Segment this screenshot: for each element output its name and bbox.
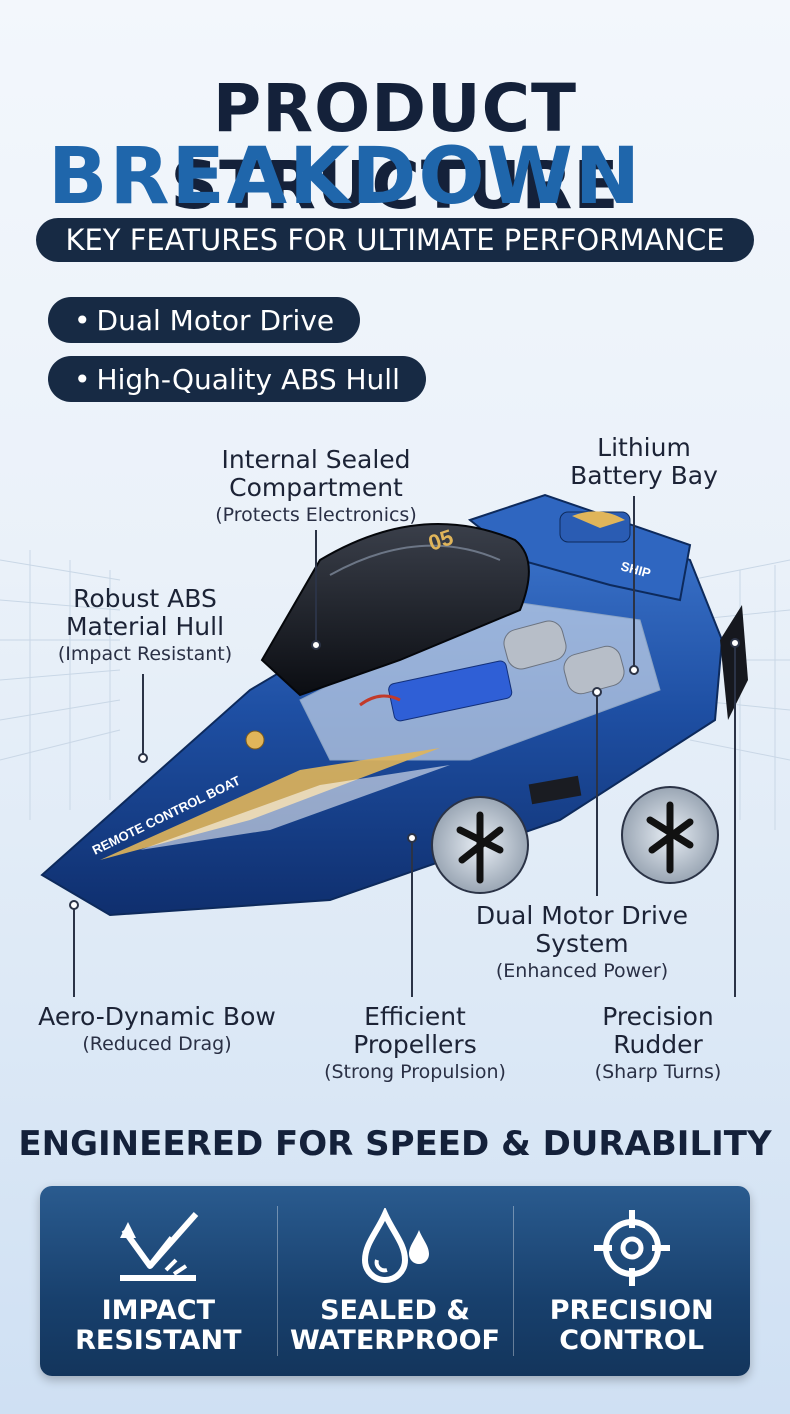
highlight-text: High-Quality ABS Hull <box>96 362 400 396</box>
callout-compartment: Internal Sealed Compartment (Protects El… <box>196 446 436 528</box>
crosshair-icon <box>593 1210 670 1286</box>
water-drop-icon <box>361 1208 429 1283</box>
highlight-pill-abs-hull: • High-Quality ABS Hull <box>48 356 426 402</box>
propeller-shaft <box>528 775 582 805</box>
callout-title: Aero-Dynamic Bow <box>38 1002 276 1031</box>
callout-propellers: Efficient Propellers (Strong Propulsion) <box>300 1003 530 1085</box>
hull-knob <box>245 730 265 750</box>
feature-label: RESISTANT <box>75 1325 242 1356</box>
callout-note: (Protects Electronics) <box>215 504 417 526</box>
motor-1 <box>503 620 567 670</box>
feature-label: IMPACT <box>101 1295 215 1326</box>
features-panel: IMPACT RESISTANT SEALED & WATERPROOF PRE… <box>40 1186 750 1376</box>
feature-label: WATERPROOF <box>290 1325 500 1356</box>
callout-title: Internal Sealed <box>221 445 411 474</box>
feature-impact-resistant: IMPACT RESISTANT <box>40 1186 277 1376</box>
callout-hull: Robust ABS Material Hull (Impact Resista… <box>40 585 250 667</box>
bullet: • <box>74 303 91 337</box>
callout-title: Efficient Propellers <box>353 1002 477 1059</box>
battery <box>388 660 513 722</box>
feature-label: PRECISION <box>549 1295 714 1326</box>
callout-note: (Impact Resistant) <box>57 643 233 665</box>
cabin-canopy <box>260 523 530 697</box>
highlight-text: Dual Motor Drive <box>96 303 335 337</box>
callout-title: Precision Rudder <box>602 1002 714 1059</box>
callout-battery: Lithium Battery Bay <box>564 434 724 490</box>
callout-title: Dual Motor Drive System <box>475 901 689 958</box>
impact-icon <box>120 1212 199 1281</box>
callout-note: (Sharp Turns) <box>594 1061 722 1083</box>
subtitle-banner: KEY FEATURES FOR ULTIMATE PERFORMANCE <box>36 218 754 262</box>
callout-motor: Dual Motor Drive System (Enhanced Power) <box>432 902 732 984</box>
highlight-pill-dual-motor: • Dual Motor Drive <box>48 297 361 343</box>
feature-label: CONTROL <box>559 1325 705 1356</box>
callout-title: Battery Bay <box>570 461 718 490</box>
feature-sealed-waterproof: SEALED & WATERPROOF <box>276 1186 514 1376</box>
callout-title: Robust ABS <box>73 584 217 613</box>
feature-label: SEALED & <box>320 1295 470 1326</box>
callout-bow: Aero-Dynamic Bow (Reduced Drag) <box>38 1003 276 1057</box>
callout-title: Material Hull <box>65 612 225 641</box>
callout-note: (Enhanced Power) <box>495 960 669 982</box>
callout-note: (Strong Propulsion) <box>324 1061 506 1083</box>
white-stripe <box>140 765 450 850</box>
page-title-line2: BREAKDOWN <box>48 132 642 222</box>
callout-title: Compartment <box>229 473 403 502</box>
bullet: • <box>74 362 91 396</box>
feature-precision-control: PRECISION CONTROL <box>513 1186 750 1376</box>
callout-title: Lithium <box>597 433 691 462</box>
callout-leader-lines <box>69 496 740 997</box>
callout-note: (Reduced Drag) <box>82 1033 232 1055</box>
bottom-section-title: ENGINEERED FOR SPEED & DURABILITY <box>18 1124 772 1164</box>
page-title-line1: PRODUCT STRUCTURE <box>170 70 620 224</box>
gold-accent-top <box>572 511 625 528</box>
callout-rudder: Precision Rudder (Sharp Turns) <box>556 1003 760 1085</box>
